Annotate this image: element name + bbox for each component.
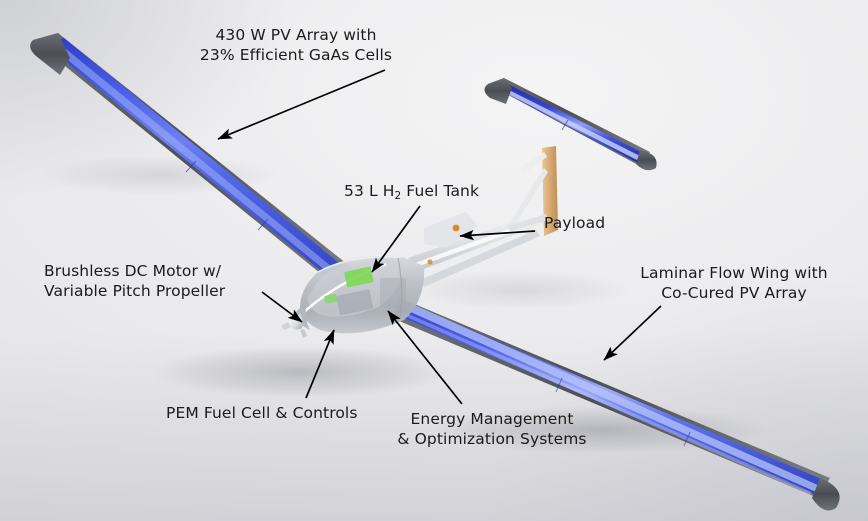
leader-fuel-cell <box>305 329 335 399</box>
leader-pv-array <box>217 69 386 140</box>
laminar-flow-wing-label: Laminar Flow Wing with Co-Cured PV Array <box>640 264 828 302</box>
energy-management-label: Energy Management & Optimization Systems <box>397 410 587 448</box>
leader-wing <box>603 305 662 361</box>
pem-fuel-cell-label: PEM Fuel Cell & Controls <box>166 404 358 422</box>
left-wing <box>30 33 352 286</box>
leader-energy-mgmt <box>387 310 463 405</box>
leader-payload <box>459 229 536 241</box>
right-wing <box>392 298 840 511</box>
leader-fuel-tank <box>371 205 421 273</box>
horizontal-stabilizer <box>484 78 657 171</box>
pv-array-label: 430 W PV Array with 23% Efficient GaAs C… <box>199 26 393 64</box>
payload-label: Payload <box>544 214 606 232</box>
fuselage-pod <box>281 255 425 338</box>
leader-motor <box>261 291 303 323</box>
motor-propeller-label: Brushless DC Motor w/ Variable Pitch Pro… <box>44 262 226 300</box>
vertical-fin <box>508 146 558 236</box>
leader-lines <box>217 69 662 405</box>
hydrogen-fuel-tank-label: 53 L H2 Fuel Tank <box>344 182 480 202</box>
